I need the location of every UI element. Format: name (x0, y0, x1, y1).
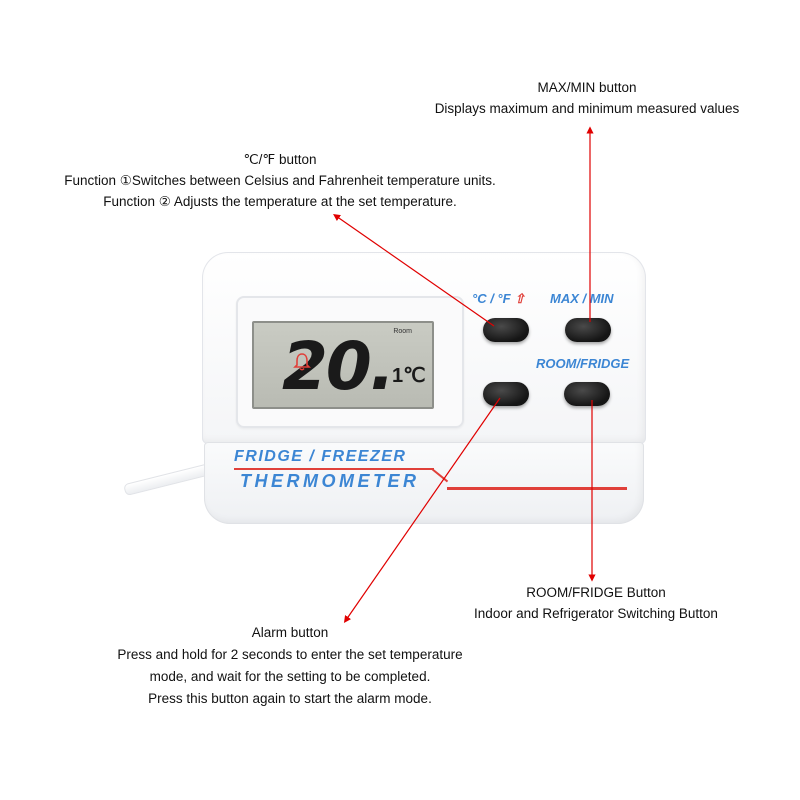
unit-toggle-annotation: ℃/℉ button Function ①Switches between Ce… (50, 149, 510, 212)
annotation-line: Displays maximum and minimum measured va… (434, 101, 740, 116)
annotation-line: Press this button again to start the ala… (148, 691, 432, 706)
brand-accent-line (447, 487, 627, 490)
lcd-display: Room 20. 1℃ (252, 321, 434, 409)
max-min-annotation: MAX/MIN button Displays maximum and mini… (427, 77, 747, 119)
probe-cable (123, 463, 212, 497)
annotation-title: MAX/MIN button (537, 80, 637, 95)
annotation-title: ℃/℉ button (243, 152, 317, 167)
annotation-line: Function ①Switches between Celsius and F… (64, 173, 496, 188)
annotation-title: Alarm button (251, 625, 329, 640)
max-min-label: MAX / MIN (550, 291, 614, 306)
unit-toggle-button[interactable] (483, 318, 529, 342)
up-arrow-icon: ⇧ (514, 291, 526, 306)
annotation-line: mode, and wait for the setting to be com… (149, 669, 431, 684)
brand-divider-line (234, 468, 434, 470)
lcd-mode-indicator: Room (393, 328, 412, 335)
room-fridge-label: ROOM/FRIDGE (536, 356, 630, 371)
max-min-button[interactable] (565, 318, 611, 342)
lcd-temperature-unit: 1℃ (392, 365, 426, 387)
alarm-button[interactable] (483, 382, 529, 406)
annotation-line: Press and hold for 2 seconds to enter th… (117, 647, 463, 662)
unit-toggle-label: °C / °F ⇧ (472, 291, 525, 307)
unit-toggle-label-text: °C / °F (472, 291, 511, 306)
room-fridge-annotation: ROOM/FRIDGE Button Indoor and Refrigerat… (456, 582, 736, 624)
annotation-line: Indoor and Refrigerator Switching Button (474, 606, 718, 621)
bell-icon (293, 353, 311, 371)
annotation-title: ROOM/FRIDGE Button (526, 585, 666, 600)
brand-line-2: THERMOMETER (240, 471, 420, 491)
alarm-annotation: Alarm button Press and hold for 2 second… (110, 622, 470, 710)
room-fridge-button[interactable] (564, 382, 610, 406)
annotation-line: Function ② Adjusts the temperature at th… (103, 194, 457, 209)
brand-line-1: FRIDGE / FREEZER (234, 448, 407, 465)
